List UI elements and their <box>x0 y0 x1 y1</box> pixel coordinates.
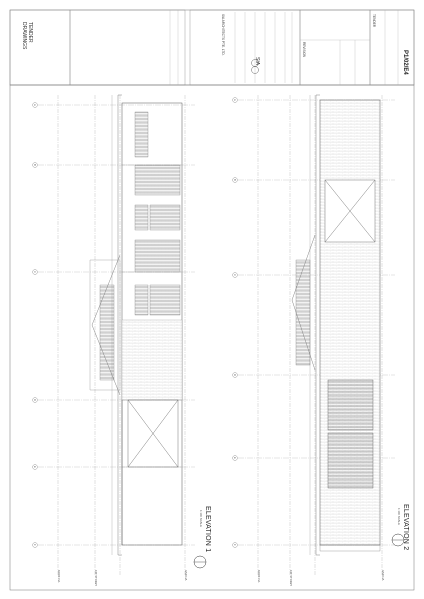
level-roof-2: ROOF LVL <box>257 570 260 583</box>
title-block-frame <box>9 9 415 86</box>
grid-label-f: F <box>33 543 36 546</box>
firm-logo <box>251 59 259 74</box>
grid-label-e: E <box>33 465 36 468</box>
firm-logo-letters: SIA <box>254 57 260 66</box>
revision-label: REVISION <box>302 42 306 58</box>
grid-label-f-2: F <box>233 543 236 546</box>
grid-bubbles-elev2 <box>232 97 238 548</box>
grid-label-c: C <box>33 270 36 273</box>
grid-bubbles-elev1 <box>32 102 38 548</box>
grid-label-b-2: B <box>233 178 236 181</box>
revision-box <box>299 9 371 86</box>
sheet-number: P1/02/E4 <box>402 50 408 75</box>
grid-label-d-2: D <box>233 373 236 376</box>
level-ground-1: GND LVL <box>184 570 187 581</box>
drawing-title-box <box>9 9 71 86</box>
title-block-rules <box>169 10 399 85</box>
grid-label-c-2: C <box>233 273 236 276</box>
elevation-2-drawing <box>238 94 395 575</box>
grid-label-e-2: E <box>233 456 236 459</box>
sheet-number-box <box>369 9 415 86</box>
level-first-2: 1ST STOREY <box>289 570 292 587</box>
drawing-title: TENDER DRAWINGS <box>21 22 33 50</box>
grid-label-a-2: A <box>233 98 236 101</box>
grid-label-d: D <box>33 398 36 401</box>
firm-name: SIA ARCHITECTS PTE. LTD. <box>221 14 225 56</box>
elevation-1-title: ELEVATION 1 <box>204 506 211 553</box>
grid-label-b: B <box>33 163 36 166</box>
elevation-1-scale: 1:100 SCALE <box>199 510 203 527</box>
level-roof-1: ROOF LVL <box>57 570 60 583</box>
elevation-2-scale: 1:100 SCALE <box>397 508 401 525</box>
elevation-1-drawing <box>38 94 195 575</box>
stamp-title: TENDER <box>372 14 376 28</box>
level-first-1: 1ST STOREY <box>94 570 97 587</box>
notes-box <box>69 9 186 86</box>
level-ground-2: GND LVL <box>381 570 384 581</box>
elevation-2-title: ELEVATION 2 <box>402 504 409 551</box>
grid-label-a: A <box>33 103 36 106</box>
